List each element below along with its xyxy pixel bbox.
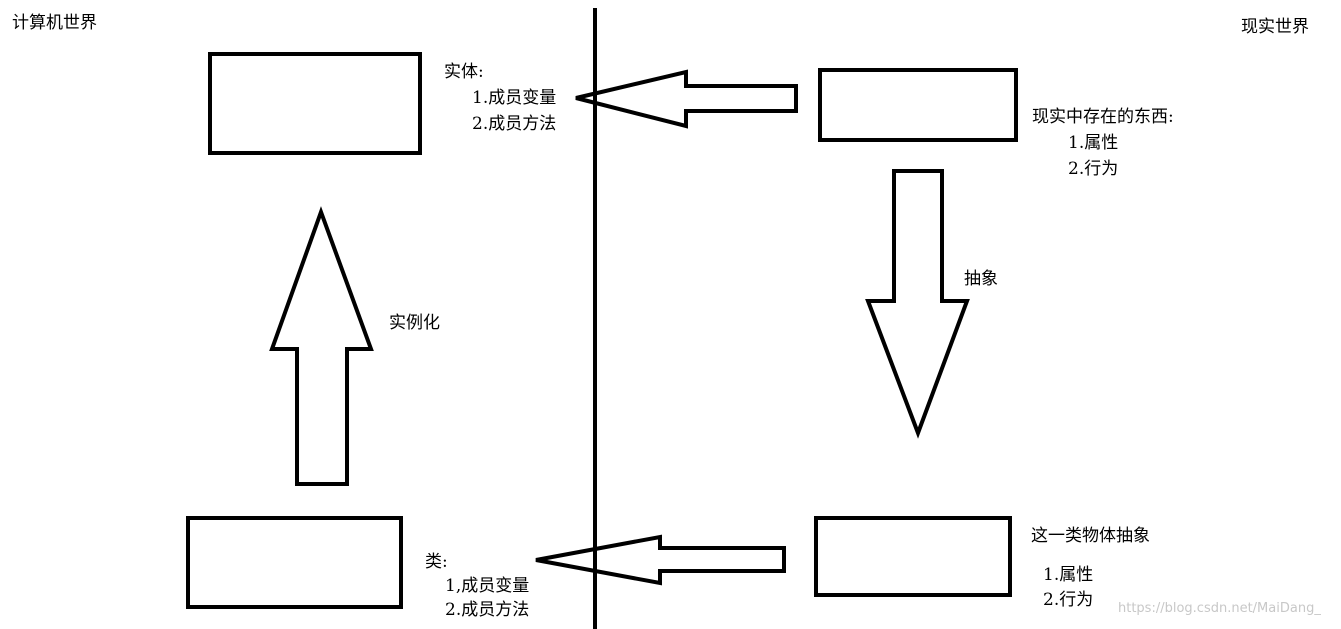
real-world-title: 现实世界 — [1241, 17, 1309, 37]
real-thing-label: 现实中存在的东西: 1.属性 2.行为 — [1032, 106, 1174, 180]
entity-box — [208, 52, 422, 155]
abstract-thing-item: 1.属性 — [1043, 565, 1094, 585]
watermark: https://blog.csdn.net/MaiDang_ — [1118, 601, 1321, 616]
abstract-thing-title: 这一类物体抽象 — [1031, 526, 1150, 546]
entity-item: 2.成员方法 — [472, 114, 557, 134]
arrow-abstract-to-class — [535, 534, 786, 586]
class-item: 2.成员方法 — [445, 600, 530, 620]
real-thing-item: 1.属性 — [1068, 133, 1119, 153]
real-thing-title: 现实中存在的东西: — [1032, 107, 1174, 127]
real-thing-box — [818, 68, 1018, 142]
class-item: 1,成员变量 — [445, 576, 530, 596]
entity-item: 1.成员变量 — [472, 88, 557, 108]
computer-world-title: 计算机世界 — [12, 13, 97, 33]
abstract-thing-item: 2.行为 — [1043, 590, 1094, 610]
class-label: 类: 1,成员变量 2.成员方法 — [425, 551, 529, 621]
real-thing-item: 2.行为 — [1068, 159, 1119, 179]
abstract-label: 抽象 — [964, 269, 998, 289]
abstract-thing-box — [814, 516, 1012, 597]
arrow-abstract-down — [865, 169, 970, 439]
arrow-instantiate-up — [269, 206, 374, 486]
entity-label: 实体: 1.成员变量 2.成员方法 — [444, 61, 556, 135]
arrow-real-to-entity — [575, 69, 798, 129]
class-box — [186, 516, 403, 609]
class-title: 类: — [425, 552, 448, 572]
instantiate-label: 实例化 — [389, 313, 440, 333]
entity-title: 实体: — [444, 62, 484, 82]
abstract-thing-label: 这一类物体抽象 1.属性 2.行为 — [1031, 525, 1150, 611]
